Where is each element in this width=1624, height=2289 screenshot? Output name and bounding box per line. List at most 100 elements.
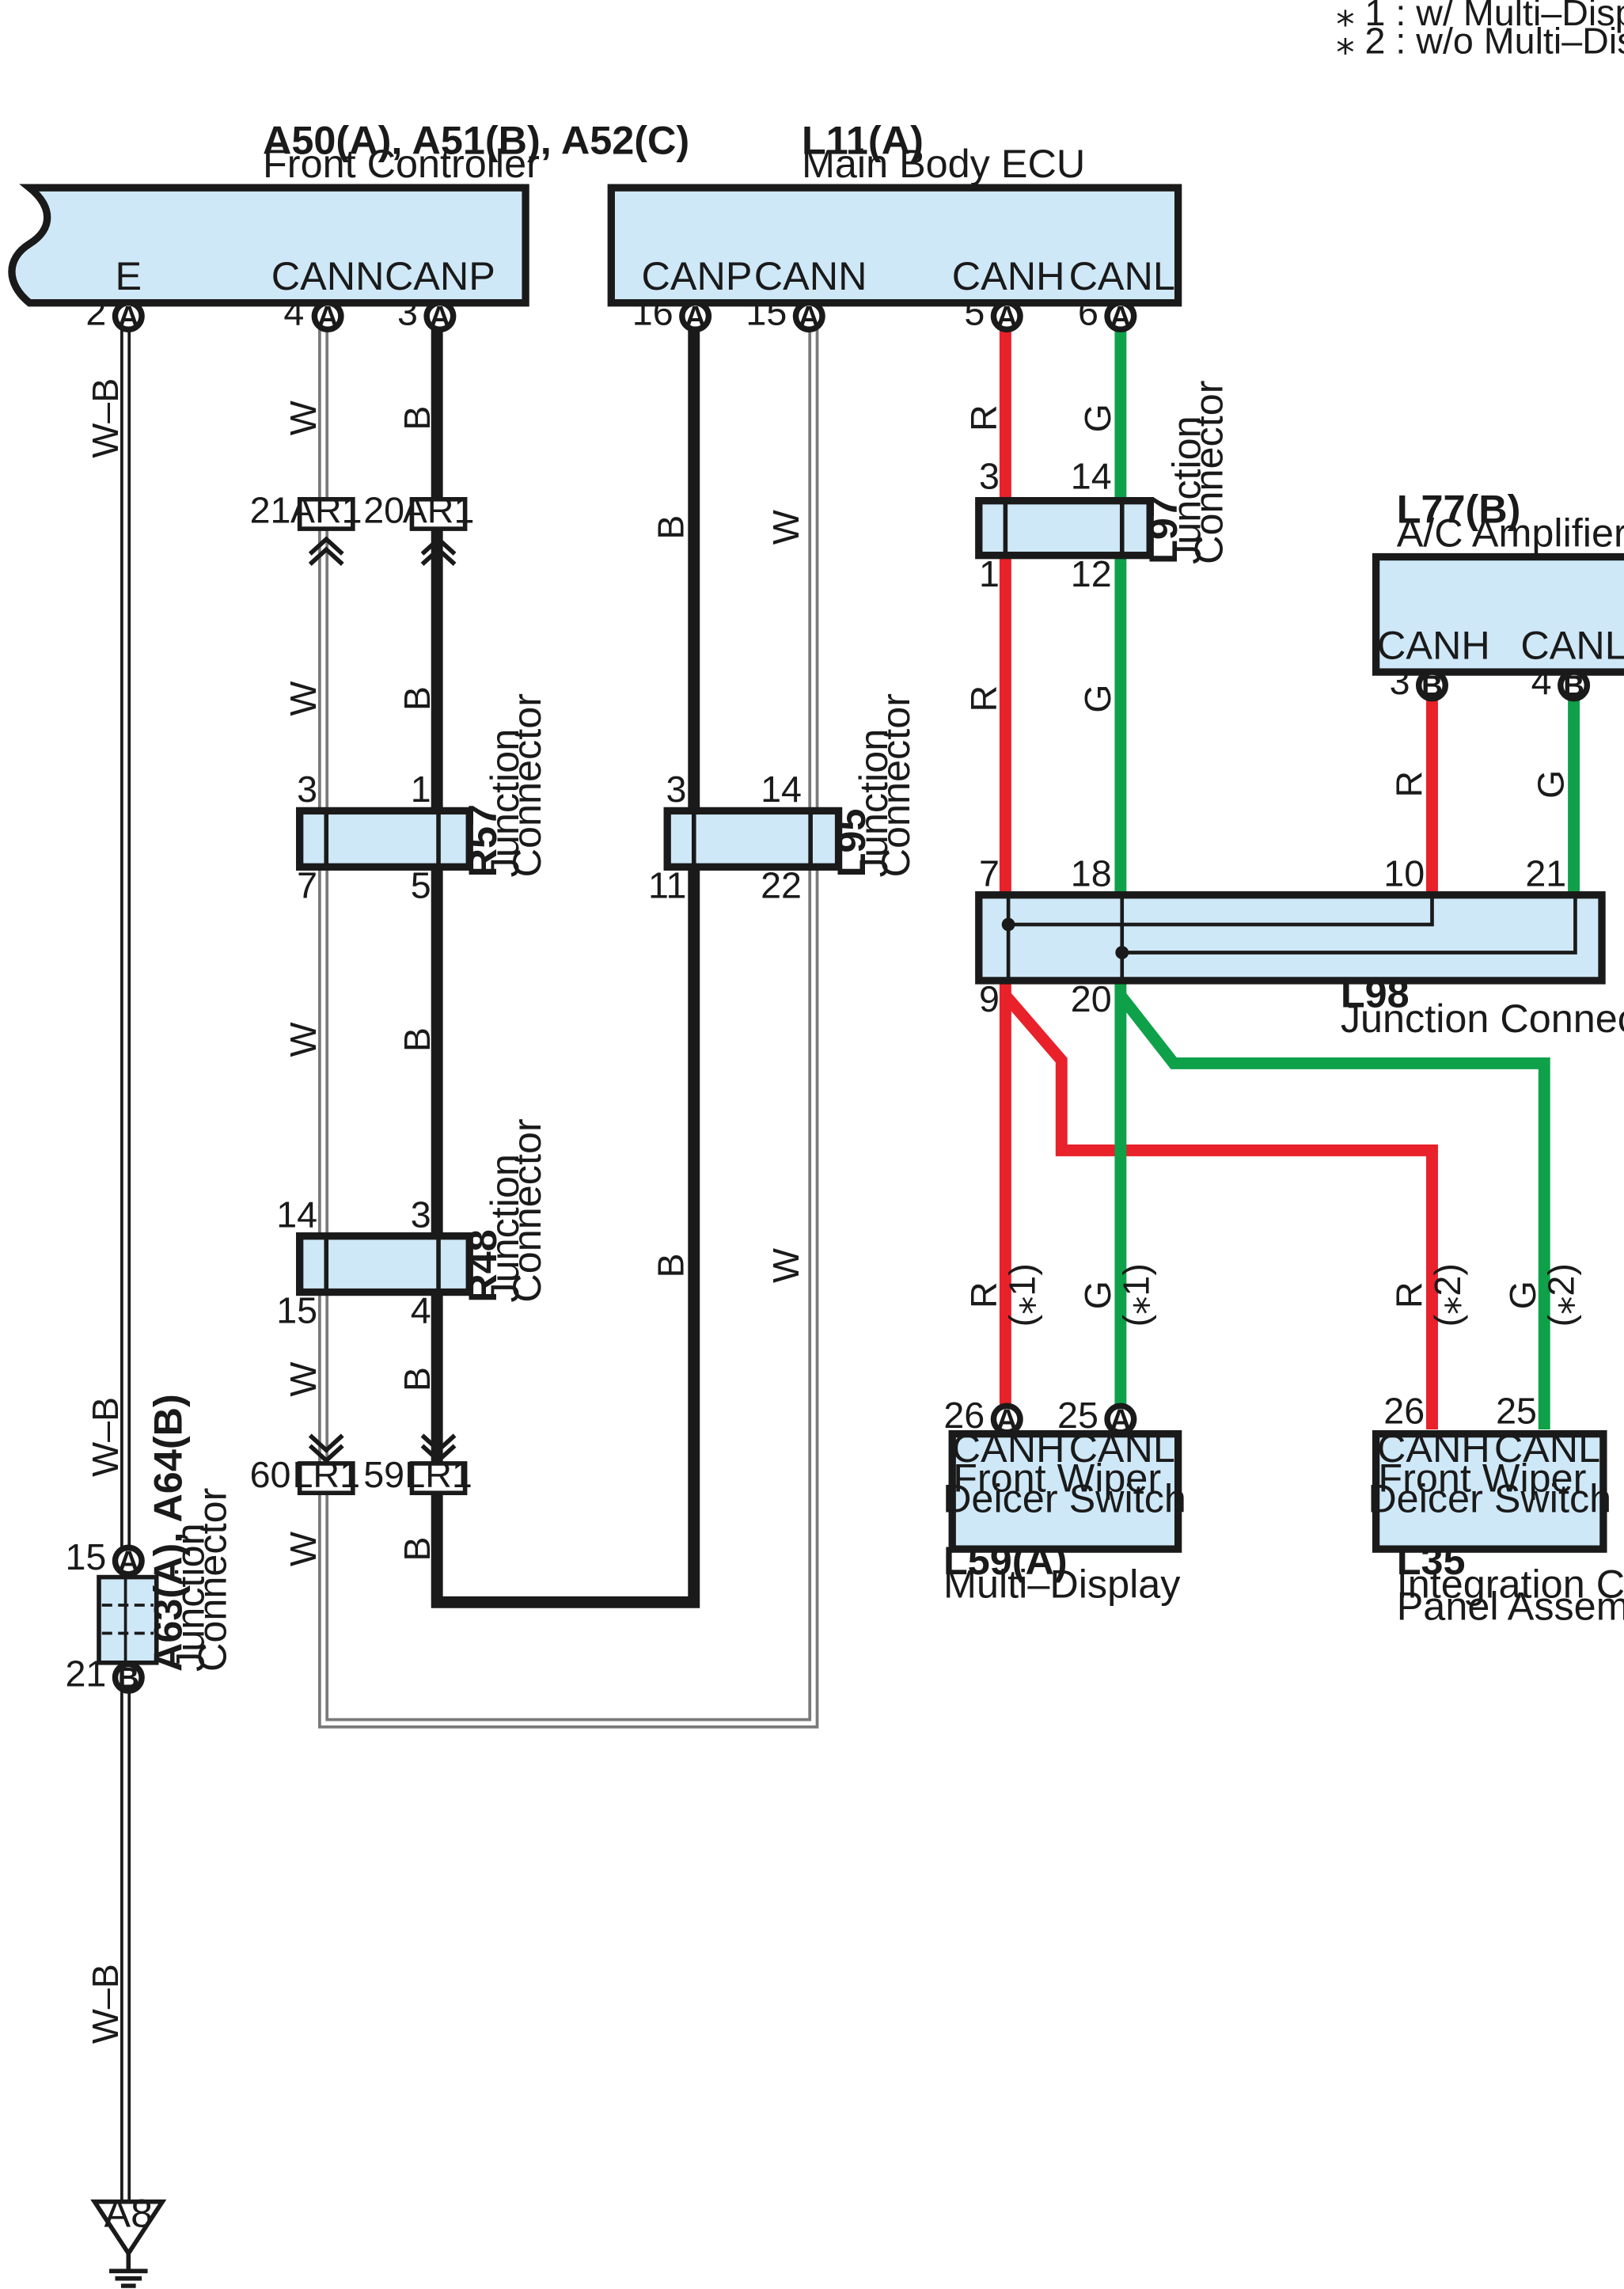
main-body-ecu-code: L11(A) <box>802 117 924 162</box>
md-inner-line2: Deicer Switch <box>943 1475 1186 1520</box>
pin-fc-2: A <box>112 300 145 333</box>
main-body-ecu-name: Main Body ECU <box>802 141 1085 186</box>
a63-line2: Connector <box>189 1488 234 1672</box>
pin-md-25: A <box>1104 1403 1137 1436</box>
pin-letter: A <box>1110 300 1131 333</box>
r57-code: R57 <box>460 804 505 877</box>
ecu-pin-label-canl: CANL <box>1069 253 1175 298</box>
wire-label: G <box>1077 404 1118 432</box>
wire-label: G <box>1077 684 1118 712</box>
ar1-connector-w: AR1 <box>290 490 362 566</box>
wire-label: R <box>1388 1281 1429 1308</box>
l95-line2: Connector <box>873 693 918 877</box>
ac-amplifier-name: A/C Amplifier <box>1397 510 1624 555</box>
variant-mark: (⁎1) <box>1002 1263 1043 1327</box>
pin-number: 60 <box>250 1454 291 1495</box>
ac-amplifier-code: L77(B) <box>1397 487 1521 532</box>
pin-ecu-16: A <box>679 300 712 333</box>
wire-label: G <box>1531 770 1572 799</box>
r48-line2: Connector <box>504 1118 549 1302</box>
l97-junction-connector: L97 Junction Connector <box>975 381 1231 564</box>
r48-junction-connector: R48 Junction Connector <box>296 1118 549 1303</box>
pin-ac-4: B <box>1558 669 1591 702</box>
wire-label: G <box>1077 1281 1118 1309</box>
pin-letter: A <box>996 1403 1018 1436</box>
pin-letter: A <box>685 300 706 333</box>
pin-ecu-15: A <box>792 300 825 333</box>
l95-code: L95 <box>829 809 874 878</box>
pin-number: 21 <box>1525 853 1566 894</box>
wire-label: B <box>651 1253 692 1277</box>
pin-ac-3: B <box>1415 669 1449 702</box>
pin-number: 59 <box>363 1454 404 1495</box>
l97-line1: Junction <box>1164 416 1209 564</box>
lr1-label-b: LR1 <box>404 1454 472 1495</box>
pin-number: 14 <box>761 769 802 810</box>
ip-code: L35 <box>1397 1538 1466 1583</box>
pin-letter: A <box>317 300 339 333</box>
pin-number: 7 <box>979 853 1000 894</box>
pin-number: 26 <box>1383 1391 1425 1432</box>
ip-name-line2: Panel Assembly <box>1397 1584 1624 1629</box>
pin-number: 3 <box>666 769 686 810</box>
pin-number: 25 <box>1057 1395 1098 1436</box>
a63-junction-connector: A63(A), A64(B) Junction Connector <box>97 1394 234 1672</box>
lr1-connector-w: LR1 <box>292 1433 360 1496</box>
ac-amplifier: L77(B) A/C Amplifier CANH CANL <box>1372 487 1624 676</box>
pin-number: 25 <box>1496 1391 1537 1432</box>
wire-color-labels: W–B W–B W–B W W W W W B B B B B B B W W … <box>85 378 1581 2044</box>
ip-inner-line1: Front Wiper <box>1378 1455 1586 1500</box>
r48-line1: Junction <box>482 1154 527 1303</box>
pin-number: 15 <box>65 1536 106 1577</box>
lr1-connector-b: LR1 <box>404 1433 472 1496</box>
wire-b-canp-loop <box>431 328 700 1608</box>
front-controller: A50(A), A51(B), A52(C) Front Controller … <box>8 117 689 307</box>
r57-line2: Connector <box>504 693 549 877</box>
pin-number: 22 <box>761 864 802 905</box>
r57-junction-connector: R57 Junction Connector <box>296 693 549 878</box>
ecu-pin-label-canh: CANH <box>952 253 1065 298</box>
wire-label: R <box>963 685 1004 712</box>
pin-number: 4 <box>283 292 304 333</box>
pin-number: 20 <box>1071 978 1112 1019</box>
wire-label: W–B <box>85 378 126 458</box>
a63-line1: Junction <box>167 1523 212 1672</box>
pin-number: 14 <box>1071 456 1112 497</box>
pin-number: 3 <box>1390 661 1410 702</box>
ac-pin-label-canl: CANL <box>1520 622 1624 667</box>
pin-number: 4 <box>1531 661 1552 702</box>
pin-number: 16 <box>632 292 674 333</box>
l98-junction-connector: L98 Junction Connector <box>975 891 1624 1041</box>
pin-number: 18 <box>1071 853 1112 894</box>
wire-label: G <box>1502 1281 1543 1309</box>
md-inner-line1: Front Wiper <box>953 1455 1161 1500</box>
wire-label: W–B <box>85 1397 126 1477</box>
a63-code: A63(A), A64(B) <box>145 1394 190 1672</box>
wire-label: B <box>397 1027 438 1052</box>
ip-pin-label-canl: CANL <box>1494 1425 1600 1471</box>
pin-number: 11 <box>648 864 686 905</box>
pin-number: 6 <box>1078 292 1098 333</box>
wire-label: B <box>651 515 692 540</box>
pin-fc-4: A <box>311 300 344 333</box>
note-1: ⁎ 1 : w/ Multi–Display <box>1336 0 1624 33</box>
ar1-connector-b: AR1 <box>403 490 474 566</box>
pin-number: 9 <box>979 978 1000 1019</box>
pin-number: 15 <box>746 292 787 333</box>
pin-letter: B <box>1421 669 1443 702</box>
r57-line1: Junction <box>482 729 527 878</box>
ip-name-line1: Integration Control and <box>1397 1562 1624 1607</box>
pin-number: 3 <box>979 456 1000 497</box>
pin-letter: A <box>118 1544 139 1577</box>
pin-number: 5 <box>411 864 431 905</box>
pin-numbers: 2 4 3 16 15 5 6 21 20 3 14 1 12 3 1 3 14… <box>65 292 1566 1695</box>
pin-ecu-6: A <box>1104 300 1137 333</box>
l95-junction-connector: L95 Junction Connector <box>663 693 918 878</box>
wire-label: W <box>283 1023 324 1057</box>
l98-code: L98 <box>1341 971 1410 1016</box>
wire-w-cann-loop <box>318 328 819 1729</box>
r48-code: R48 <box>460 1229 505 1302</box>
pin-a64-21: B <box>112 1661 145 1694</box>
variant-mark: (⁎2) <box>1427 1263 1468 1327</box>
